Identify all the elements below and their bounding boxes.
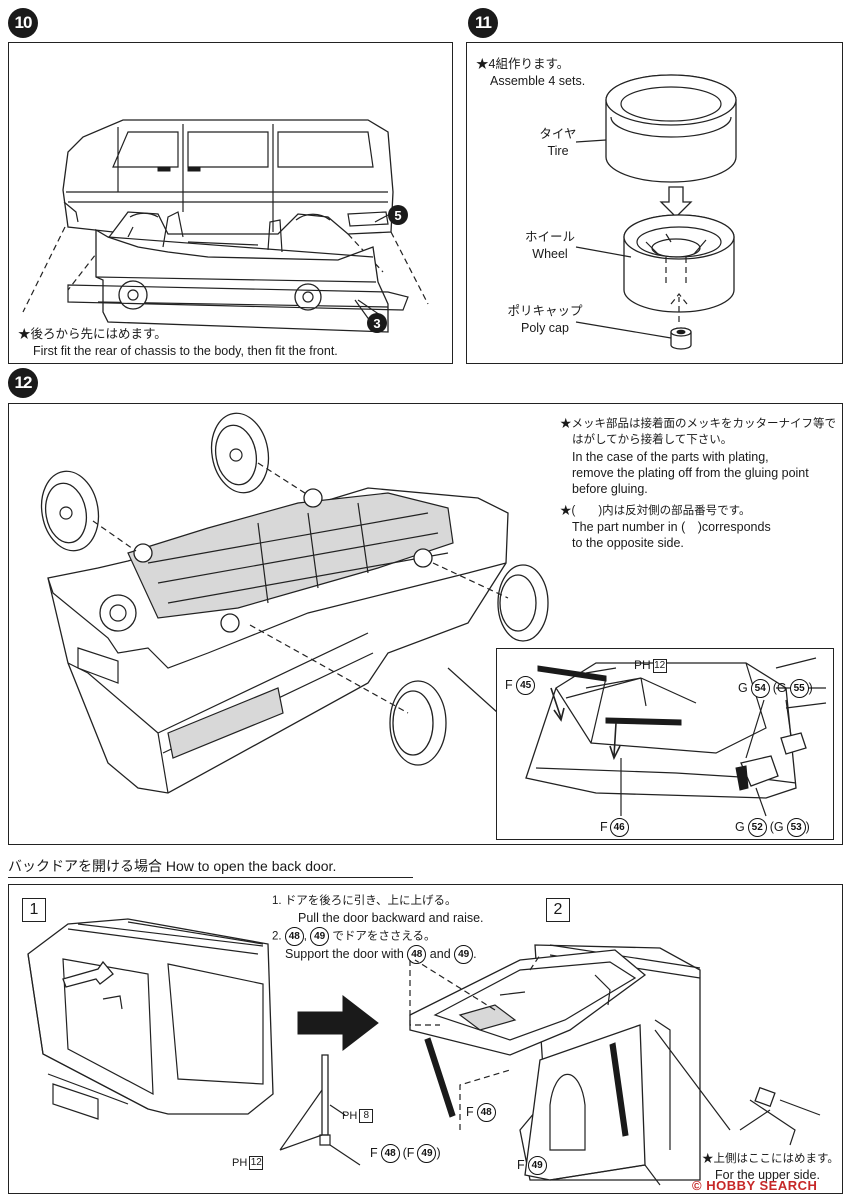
step-10-number: 10 (8, 8, 38, 38)
backdoor-step1-illustration (27, 918, 274, 1120)
f45-prefix: F (505, 677, 513, 692)
step-transition-arrow (297, 994, 379, 1052)
g53-prefix: (G (769, 819, 784, 834)
ph12-prefix: PH (232, 1157, 248, 1169)
support-rod-illustration (279, 1054, 361, 1166)
ph-number-box: 12 (652, 658, 667, 673)
ph12-box: 12 (249, 1156, 264, 1171)
f49b-prefix: F (517, 1157, 525, 1172)
step-11-tire-wheel-illustration (575, 74, 737, 350)
part-3-callout: 3 (367, 313, 387, 333)
f48-prefix: F (370, 1145, 378, 1160)
instr2-part-a: 48 (284, 927, 304, 946)
step-12-note1-en1: In the case of the parts with plating, (572, 450, 769, 464)
ph-prefix: PH (634, 658, 651, 672)
step-10-note-en: First fit the rear of chassis to the bod… (33, 344, 338, 358)
instr2-part-b: 49 (310, 927, 330, 946)
backdoor-step-1-box: 1 (22, 898, 46, 922)
step-12-note1-jp: ★メッキ部品は接着面のメッキをカッターナイフ等で (560, 418, 836, 430)
g54-prefix: G (738, 680, 748, 695)
step-12-note1-en3: before gluing. (572, 482, 648, 496)
g52-num: 52 (747, 818, 767, 837)
instr2-en-part-b: 49 (454, 945, 474, 964)
step-12-note1-jp2: はがしてから接着して下さい。 (572, 434, 733, 446)
step-10-note-jp: ★後ろから先にはめます。 (18, 327, 167, 341)
instr2-en-text: Support the door with (285, 946, 404, 961)
backdoor-instr2-jp: 2. 48, 49 でドアをささえる。 (272, 927, 436, 946)
instr2-en-part-a: 48 (407, 945, 427, 964)
g53-num: 53 (786, 818, 806, 837)
step-11-note-en: Assemble 4 sets. (490, 74, 586, 88)
tire-label-jp: タイヤ (539, 127, 577, 141)
g55-prefix: (G (772, 680, 787, 695)
f49-paren-num: 49 (417, 1144, 437, 1163)
f45-num: 45 (516, 676, 536, 695)
instr2-en-end: . (473, 946, 477, 961)
backdoor-step-2-box: 2 (546, 898, 570, 922)
step-12-number: 12 (8, 368, 38, 398)
part-5-callout: 5 (388, 205, 408, 225)
g54-num: 54 (750, 679, 770, 698)
g55-num: 55 (789, 679, 809, 698)
inset-wiper-mirror-illustration (525, 657, 827, 817)
f46-prefix: F (600, 819, 608, 834)
f46-num: 46 (609, 818, 629, 837)
f49-paren-close: ) (436, 1145, 441, 1160)
instr2-jp-text: でドアをささえる。 (332, 930, 436, 943)
wheel-label-jp: ホイール (524, 230, 575, 244)
polycap-label-jp: ポリキャップ (507, 304, 583, 318)
backdoor-instr2-en: Support the door with 48 and 49. (285, 945, 477, 964)
f48b-num: 48 (476, 1103, 496, 1122)
backdoor-instr1-en: Pull the door backward and raise. (298, 911, 484, 925)
backdoor-instr1-jp: 1. ドアを後ろに引き、上に上げる。 (272, 895, 457, 907)
f48b-prefix: F (466, 1104, 474, 1119)
g55-close: ) (808, 680, 813, 695)
step-12-van-underside-illustration (40, 412, 549, 794)
f48-num: 48 (380, 1144, 400, 1163)
instr2-en-and: and (429, 946, 451, 961)
instr2-step: 2. (272, 930, 282, 943)
ph8-prefix: PH (342, 1110, 358, 1122)
part-callout-leaders (354, 214, 389, 322)
inset-f45-label: F 45 (505, 676, 536, 695)
wheel-label-en: Wheel (532, 247, 568, 261)
tire-label-en: Tire (547, 144, 569, 158)
polycap-label-en: Poly cap (521, 321, 569, 335)
step-12-note2-en2: to the opposite side. (572, 536, 684, 550)
hobbysearch-watermark: © HOBBY SEARCH (692, 1178, 818, 1193)
g52-prefix: G (735, 819, 745, 834)
step-12-note1-en2: remove the plating off from the gluing p… (572, 466, 809, 480)
step-11-number: 11 (468, 8, 498, 38)
step-12-note2-en1: The part number in ( )corresponds (572, 520, 771, 534)
upper-side-note-jp: ★上側はここにはめます。 (702, 1153, 839, 1165)
ph8-box: 8 (359, 1109, 374, 1124)
f49-paren-prefix: (F (402, 1145, 415, 1160)
f49b-num: 49 (527, 1156, 547, 1175)
g53-close: ) (805, 819, 810, 834)
step-11-note-jp: ★4組作ります。 (476, 57, 570, 71)
step-10-van-illustration (22, 119, 429, 333)
step-12-note2-jp: ★( )内は反対側の部品番号です。 (560, 505, 751, 517)
upper-side-note-en: For the upper side. (715, 1168, 820, 1182)
backdoor-step2-illustration (409, 944, 821, 1186)
backdoor-section-title: バックドアを開ける場合 How to open the back door. (8, 855, 413, 878)
